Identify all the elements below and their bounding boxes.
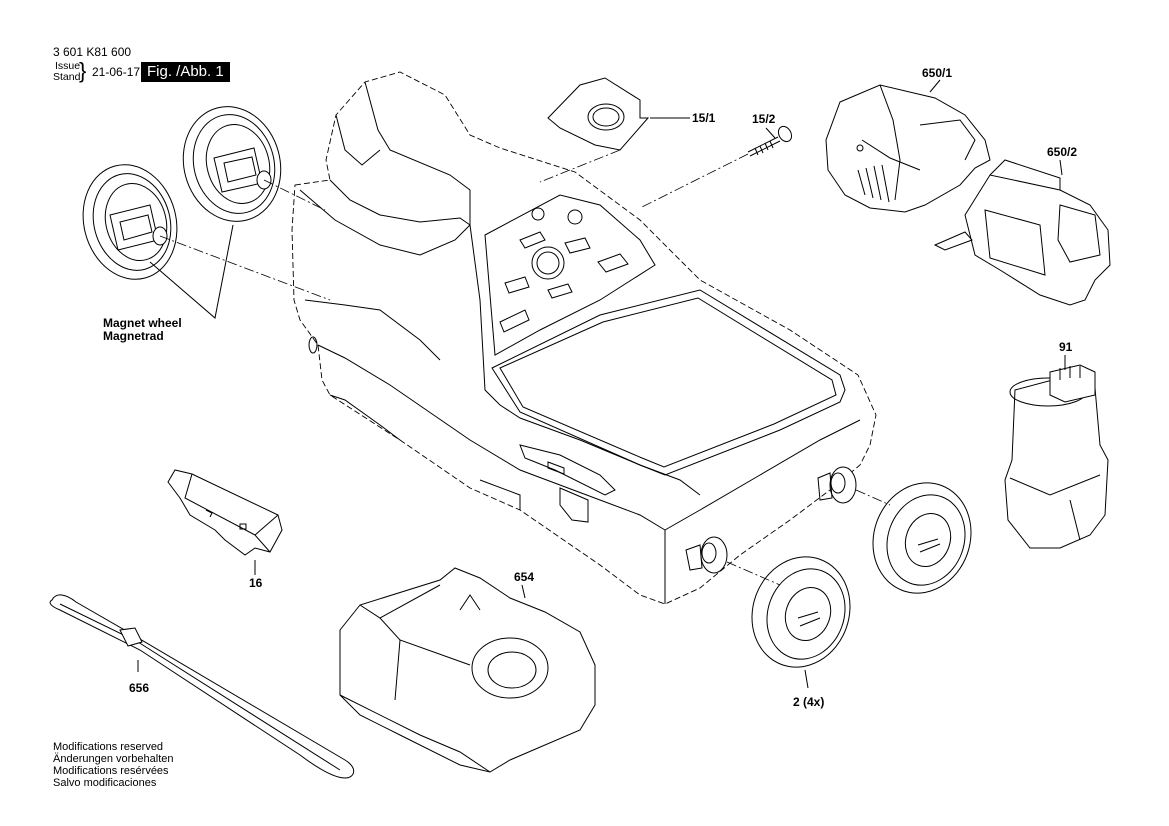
figure-label: Fig. /Abb. 1 xyxy=(141,62,230,82)
magnet-wheel-front xyxy=(71,154,190,290)
usb-cover xyxy=(168,470,282,555)
battery-holder xyxy=(935,160,1110,305)
callout-16: 16 xyxy=(249,576,263,590)
callout-2-4x: 2 (4x) xyxy=(793,695,825,709)
issue-date: 21-06-17 xyxy=(92,65,141,79)
battery-pack xyxy=(1005,365,1108,548)
header-brace: } xyxy=(79,58,87,83)
callout-15-2: 15/2 xyxy=(752,112,776,126)
issue-label: Issue xyxy=(55,60,81,72)
callout-654: 654 xyxy=(514,570,535,584)
wrist-strap xyxy=(50,595,354,778)
callout-650-1: 650/1 xyxy=(922,66,953,80)
footer-note-fr: Modifications resérvées xyxy=(53,765,169,777)
clip-part xyxy=(548,78,648,150)
callout-91: 91 xyxy=(1059,340,1073,354)
callout-656: 656 xyxy=(129,681,150,695)
callout-650-2: 650/2 xyxy=(1047,145,1078,159)
footer-note-es: Salvo modificaciones xyxy=(53,777,157,789)
charger xyxy=(340,568,595,772)
stand-label: Stand xyxy=(53,71,81,83)
footer-note-de: Änderungen vorbehalten xyxy=(53,753,174,765)
magnet-wheel-label-en: Magnet wheel xyxy=(103,316,182,330)
drive-wheel-back xyxy=(858,469,987,607)
drive-wheel-front xyxy=(737,543,866,681)
part-number: 3 601 K81 600 xyxy=(53,45,132,59)
callout-15-1: 15/1 xyxy=(692,111,716,125)
screw-part xyxy=(748,124,794,156)
magnet-wheel-label-de: Magnetrad xyxy=(103,329,164,343)
battery-cover xyxy=(826,85,990,212)
magnet-wheel-rear xyxy=(171,96,294,233)
footer-note-en: Modifications reserved xyxy=(53,741,164,753)
main-housing xyxy=(292,72,876,604)
